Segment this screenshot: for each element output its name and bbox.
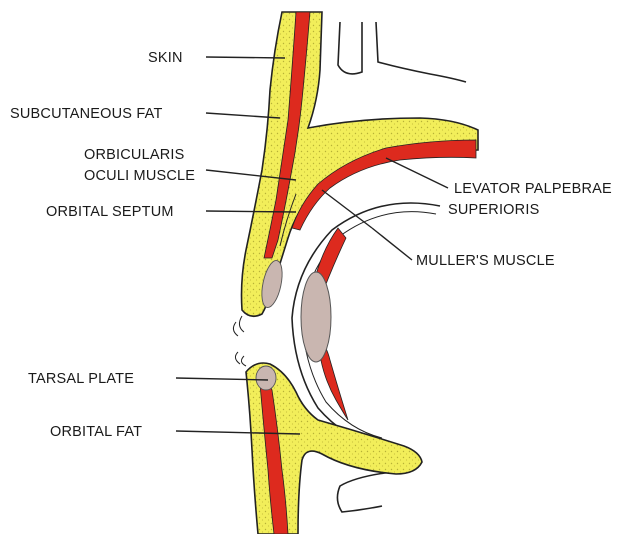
- label-orbital-septum: ORBITAL SEPTUM: [46, 204, 174, 220]
- label-levator-line2: SUPERIORIS: [448, 202, 539, 218]
- label-skin: SKIN: [148, 50, 183, 66]
- eyelashes: [233, 316, 246, 366]
- label-orbicularis-line2: OCULI MUSCLE: [84, 168, 195, 184]
- label-orbicularis-line1: ORBICULARIS: [84, 147, 185, 163]
- label-levator-line1: LEVATOR PALPEBRAE: [454, 181, 612, 197]
- lens: [301, 272, 331, 362]
- label-tarsal-plate: TARSAL PLATE: [28, 371, 134, 387]
- label-subcutaneous-fat: SUBCUTANEOUS FAT: [10, 106, 163, 122]
- label-muller: MULLER'S MUSCLE: [416, 253, 555, 269]
- label-orbital-fat: ORBITAL FAT: [50, 424, 142, 440]
